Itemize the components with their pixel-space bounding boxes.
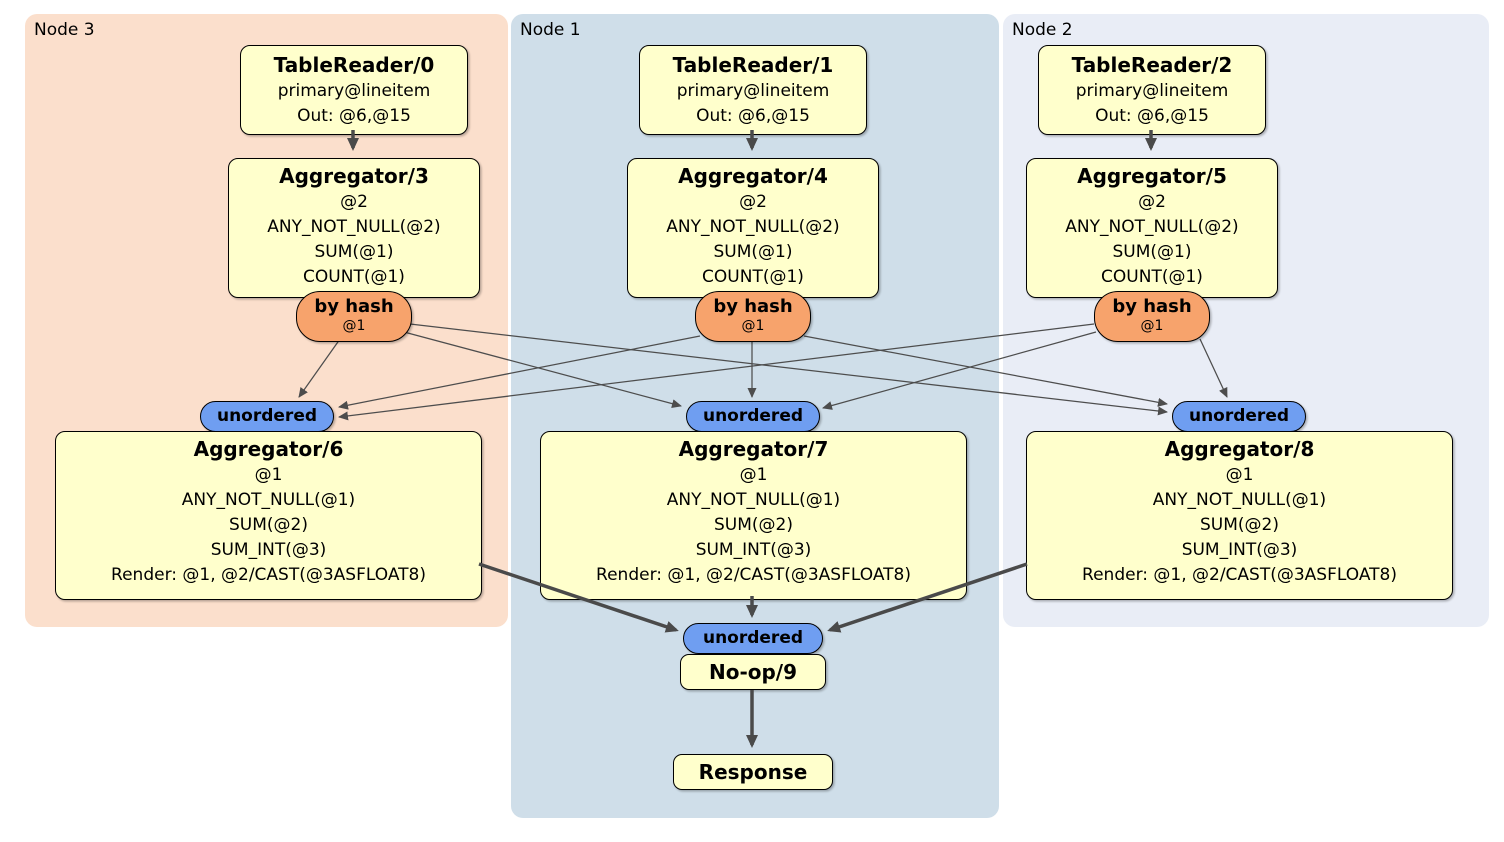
unordered-sync-8-oval: unordered — [1172, 401, 1306, 432]
table-reader-1-index: primary@lineitem — [676, 81, 830, 101]
aggregator-4-line: SUM(@1) — [713, 242, 793, 262]
aggregator-8-line: @1 — [1225, 465, 1254, 485]
aggregator-8-title: Aggregator/8 — [1164, 437, 1315, 461]
aggregator-5-line: COUNT(@1) — [1101, 267, 1203, 287]
aggregator-4-title: Aggregator/4 — [678, 164, 828, 188]
hash-router-4-label: by hash — [713, 296, 793, 317]
table-reader-0-index: primary@lineitem — [277, 81, 431, 101]
aggregator-5-box: Aggregator/5 @2 ANY_NOT_NULL(@2) SUM(@1)… — [1026, 158, 1278, 298]
hash-router-5-label: by hash — [1112, 296, 1192, 317]
aggregator-6-line: SUM(@2) — [229, 515, 308, 535]
table-reader-2-title: TableReader/2 — [1071, 53, 1233, 77]
hash-router-3-label: by hash — [314, 296, 394, 317]
aggregator-3-line: SUM(@1) — [314, 242, 394, 262]
table-reader-1-title: TableReader/1 — [672, 53, 834, 77]
aggregator-5-title: Aggregator/5 — [1077, 164, 1227, 188]
table-reader-1-out: Out: @6,@15 — [696, 106, 810, 126]
table-reader-2-out: Out: @6,@15 — [1095, 106, 1209, 126]
aggregator-6-line: @1 — [254, 465, 283, 485]
aggregator-3-title: Aggregator/3 — [279, 164, 429, 188]
table-reader-0-out: Out: @6,@15 — [297, 106, 411, 126]
final-unordered-sync-oval: unordered — [683, 623, 823, 654]
aggregator-4-box: Aggregator/4 @2 ANY_NOT_NULL(@2) SUM(@1)… — [627, 158, 879, 298]
node-panel-3-label: Node 3 — [34, 20, 95, 40]
aggregator-3-line: COUNT(@1) — [303, 267, 405, 287]
aggregator-8-box: Aggregator/8 @1 ANY_NOT_NULL(@1) SUM(@2)… — [1026, 431, 1453, 600]
aggregator-7-line: ANY_NOT_NULL(@1) — [666, 490, 841, 510]
aggregator-5-line: ANY_NOT_NULL(@2) — [1065, 217, 1239, 237]
aggregator-7-title: Aggregator/7 — [678, 437, 829, 461]
aggregator-6-line: Render: @1, @2/CAST(@3ASFLOAT8) — [111, 565, 426, 585]
aggregator-5-line: @2 — [1138, 192, 1166, 212]
aggregator-8-line: SUM(@2) — [1200, 515, 1279, 535]
aggregator-7-box: Aggregator/7 @1 ANY_NOT_NULL(@1) SUM(@2)… — [540, 431, 967, 600]
aggregator-3-line: ANY_NOT_NULL(@2) — [267, 217, 441, 237]
hash-router-4-key: @1 — [741, 318, 765, 334]
aggregator-6-line: SUM_INT(@3) — [210, 540, 327, 560]
aggregator-4-line: ANY_NOT_NULL(@2) — [666, 217, 840, 237]
aggregator-4-line: @2 — [739, 192, 767, 212]
node-panel-1-label: Node 1 — [520, 20, 581, 40]
aggregator-3-line: @2 — [340, 192, 368, 212]
aggregator-7-line: Render: @1, @2/CAST(@3ASFLOAT8) — [596, 565, 911, 585]
response-box: Response — [673, 754, 833, 790]
aggregator-3-box: Aggregator/3 @2 ANY_NOT_NULL(@2) SUM(@1)… — [228, 158, 480, 298]
unordered-sync-7-oval: unordered — [686, 401, 820, 432]
table-reader-0-title: TableReader/0 — [273, 53, 435, 77]
unordered-sync-6-oval: unordered — [200, 401, 334, 432]
aggregator-6-title: Aggregator/6 — [193, 437, 344, 461]
noop-box: No-op/9 — [680, 654, 826, 690]
hash-router-5-key: @1 — [1140, 318, 1164, 334]
aggregator-7-line: SUM(@2) — [714, 515, 793, 535]
aggregator-8-line: SUM_INT(@3) — [1181, 540, 1298, 560]
hash-router-3-key: @1 — [342, 318, 366, 334]
hash-router-5-oval: by hash @1 — [1094, 291, 1210, 342]
aggregator-7-line: @1 — [739, 465, 768, 485]
hash-router-4-oval: by hash @1 — [695, 291, 811, 342]
aggregator-8-line: ANY_NOT_NULL(@1) — [1152, 490, 1327, 510]
aggregator-6-line: ANY_NOT_NULL(@1) — [181, 490, 356, 510]
aggregator-7-line: SUM_INT(@3) — [695, 540, 812, 560]
aggregator-6-box: Aggregator/6 @1 ANY_NOT_NULL(@1) SUM(@2)… — [55, 431, 482, 600]
table-reader-0-box: TableReader/0 primary@lineitem Out: @6,@… — [240, 45, 468, 135]
aggregator-4-line: COUNT(@1) — [702, 267, 804, 287]
aggregator-5-line: SUM(@1) — [1112, 242, 1192, 262]
table-reader-2-index: primary@lineitem — [1075, 81, 1229, 101]
node-panel-2-label: Node 2 — [1012, 20, 1073, 40]
table-reader-2-box: TableReader/2 primary@lineitem Out: @6,@… — [1038, 45, 1266, 135]
aggregator-8-line: Render: @1, @2/CAST(@3ASFLOAT8) — [1082, 565, 1397, 585]
hash-router-3-oval: by hash @1 — [296, 291, 412, 342]
table-reader-1-box: TableReader/1 primary@lineitem Out: @6,@… — [639, 45, 867, 135]
